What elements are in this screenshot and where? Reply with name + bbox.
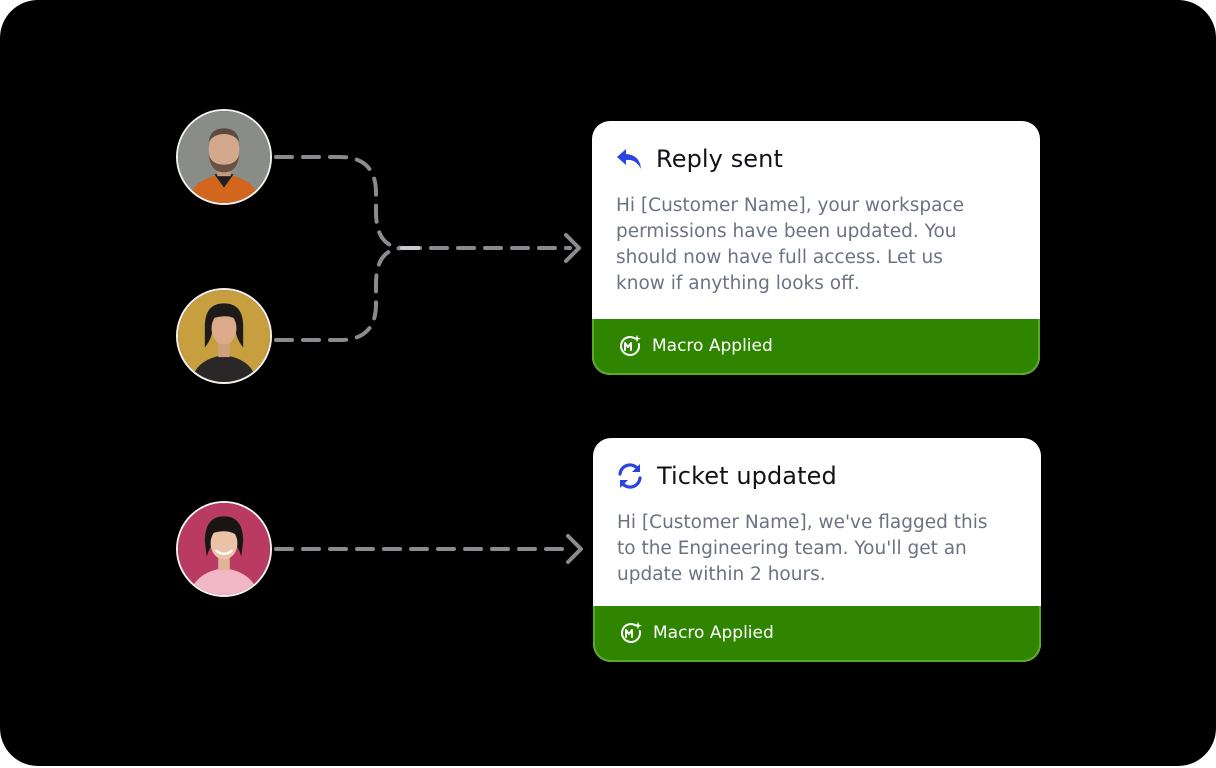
macro-applied-label: Macro Applied: [653, 623, 774, 643]
ticket-updated-card: Ticket updated Hi [Customer Name], we've…: [593, 438, 1041, 662]
macro-sparkle-icon: [621, 621, 642, 643]
connector-customer-2: [274, 246, 406, 342]
macro-applied-footer: Macro Applied: [593, 606, 1041, 662]
card-header: Reply sent: [614, 143, 783, 175]
card-message: Hi [Customer Name], your workspace permi…: [616, 195, 964, 294]
card-header: Ticket updated: [615, 460, 837, 492]
card-title: Reply sent: [656, 145, 783, 173]
refresh-arrows-icon: [615, 461, 645, 491]
customer-1-avatar: [176, 109, 272, 205]
arrowhead-card-1: [564, 233, 581, 263]
macro-applied-label: Macro Applied: [652, 336, 773, 356]
customer-2-avatar: [176, 288, 272, 384]
card-title: Ticket updated: [657, 462, 837, 490]
reply-sent-card: Reply sent Hi [Customer Name], your work…: [592, 121, 1040, 375]
card-message: Hi [Customer Name], we've flagged this t…: [617, 512, 988, 585]
macro-sparkle-icon: [620, 334, 641, 356]
connector-customer-1: [274, 155, 406, 250]
macro-applied-footer: Macro Applied: [592, 319, 1040, 375]
reply-arrow-icon: [614, 144, 644, 174]
customer-3-avatar: [176, 501, 272, 597]
arrowhead-card-2: [566, 534, 583, 564]
